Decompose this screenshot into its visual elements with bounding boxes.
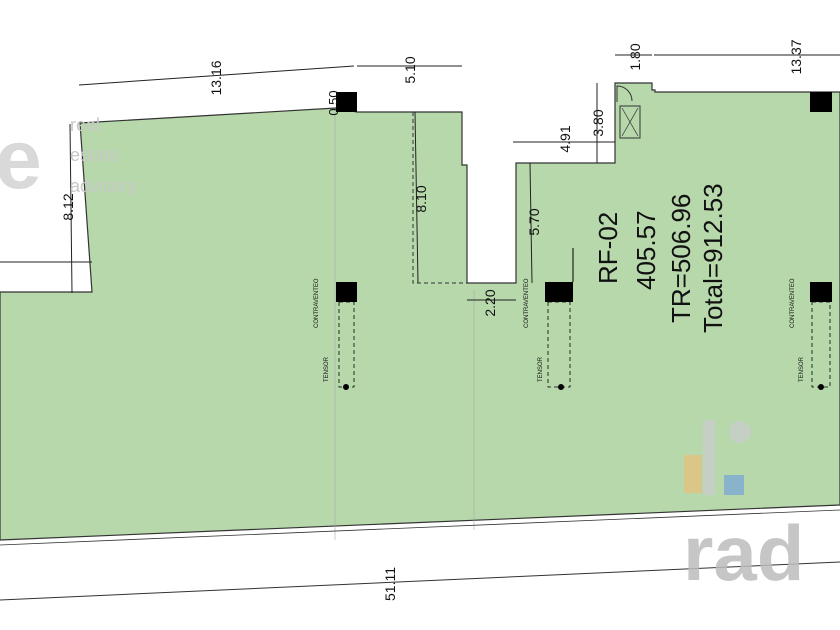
column	[545, 282, 573, 302]
dim-bottom: 51.11	[382, 567, 398, 601]
unit-total: Total=912.53	[698, 183, 728, 333]
dim-top-left: 13.16	[208, 60, 224, 95]
dim-notch-depth: 8.10	[413, 185, 429, 212]
watermark-line: estate	[70, 145, 119, 165]
watermark-logo-icon	[684, 420, 751, 495]
dim-notch-top: 5.10	[402, 56, 418, 83]
unit-area: 405.57	[631, 210, 661, 290]
dim-right-step-height: 5.70	[526, 208, 542, 235]
column	[336, 92, 357, 112]
watermark-line: real	[70, 115, 100, 135]
unit-terrace: TR=506.96	[666, 194, 696, 323]
dim-top-right: 13.37	[788, 39, 804, 74]
dim-right-step-width: 4.91	[557, 125, 573, 152]
dim-stair-height: 3.80	[590, 109, 606, 136]
dim-stair-width: 1.80	[627, 43, 643, 70]
watermark-letter: e	[0, 112, 42, 206]
dim-column-offset: 0.50	[326, 90, 341, 115]
bracing-label: CONTRAVENTEO	[790, 278, 796, 328]
bottom-dimension-line	[0, 561, 840, 601]
dim-notch-width: 2.20	[482, 289, 498, 316]
unit-name: RF-02	[593, 212, 623, 284]
watermark-brand: rad	[683, 509, 804, 597]
column	[810, 282, 832, 302]
tensor-label: TENSOR	[799, 356, 805, 382]
column	[810, 92, 832, 112]
dimension-lines	[0, 54, 840, 301]
door-swing-icon	[616, 85, 633, 102]
bracing-label: CONTRAVENTEO	[524, 278, 530, 328]
bracing-label: CONTRAVENTEO	[314, 278, 320, 328]
watermark-line: advisory	[70, 176, 137, 196]
notch-dash	[412, 112, 467, 284]
tensor-label: TENSOR	[538, 356, 544, 382]
column	[336, 282, 357, 302]
tensor-label: TENSOR	[324, 356, 330, 382]
dim-left-height: 8.12	[60, 193, 76, 220]
stair-box	[619, 105, 641, 139]
